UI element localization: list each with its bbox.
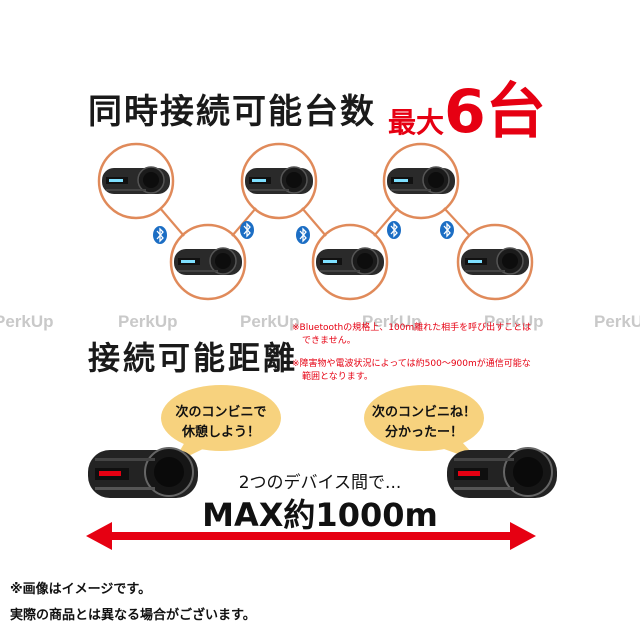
watermark: PerkUp bbox=[594, 312, 640, 331]
bubble-right-line: 次のコンビニね！ bbox=[371, 405, 476, 420]
bubble-left-line: 休憩しよう！ bbox=[181, 425, 260, 440]
watermark: PerkUp bbox=[0, 312, 54, 331]
watermark: PerkUp bbox=[484, 312, 544, 331]
watermark-row: PerkUp PerkUp PerkUp PerkUp PerkUp PerkU… bbox=[0, 312, 640, 334]
distance-caption: 2つのデバイス間で... bbox=[238, 473, 402, 493]
watermark: PerkUp bbox=[240, 312, 300, 331]
footer-note: 実際の商品とは異なる場合がございます。 bbox=[10, 608, 256, 623]
max-badge: 最大6台 bbox=[388, 82, 546, 142]
bubble-left-line: 次のコンビニで bbox=[175, 405, 267, 420]
watermark: PerkUp bbox=[118, 312, 178, 331]
simultaneous-connection-title: 同時接続可能台数 bbox=[88, 92, 376, 132]
speech-bubble-left: 次のコンビニで 休憩しよう！ bbox=[161, 389, 281, 459]
connection-distance-title: 接続可能距離 bbox=[88, 339, 299, 377]
note-line: できません。 bbox=[302, 336, 356, 346]
max-badge-value: 6台 bbox=[444, 77, 546, 147]
speech-bubble-right: 次のコンビニね！ 分かったー！ bbox=[364, 389, 484, 459]
note-line: 範囲となります。 bbox=[302, 372, 373, 382]
bubble-right-line: 分かったー！ bbox=[384, 425, 463, 440]
note-line: ※障害物や電波状況によっては約500～900mが通信可能な bbox=[292, 359, 531, 369]
watermark: PerkUp bbox=[362, 312, 422, 331]
max-badge-prefix: 最大 bbox=[388, 106, 445, 139]
distance-value: MAX約1000m bbox=[202, 496, 438, 534]
footer-note: ※画像はイメージです。 bbox=[10, 582, 152, 597]
note-line: ※Bluetoothの規格上、100m離れた相手を呼び出すことは bbox=[292, 323, 532, 333]
